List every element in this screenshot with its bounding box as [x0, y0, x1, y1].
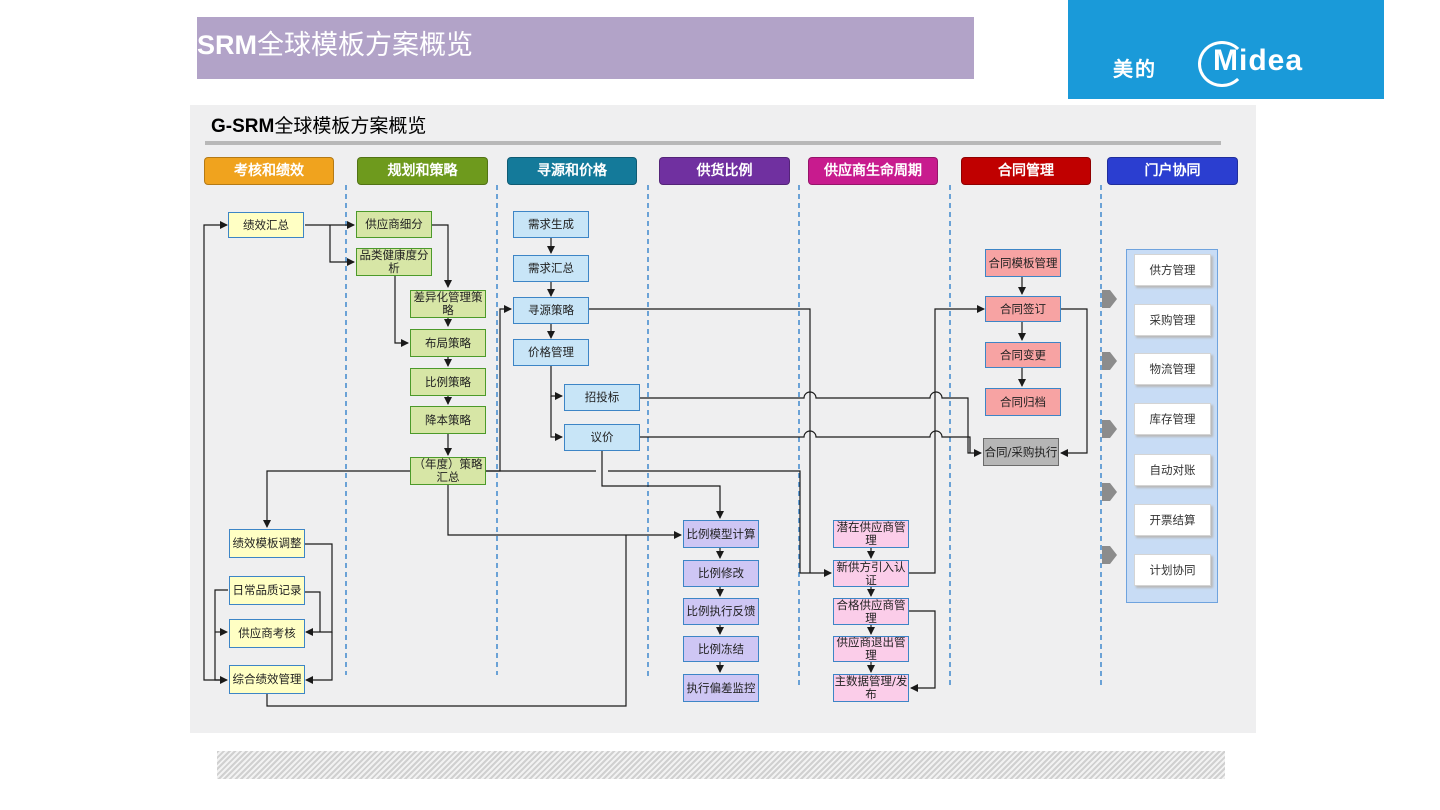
column-header-planning: 规划和策略 — [357, 157, 488, 185]
portal-item-plan-collab: 计划协同 — [1134, 554, 1211, 586]
column-header-portal: 门户协同 — [1107, 157, 1238, 185]
page-title: SRM全球模板方案概览 — [197, 30, 473, 61]
node-ratio-model: 比例模型计算 — [683, 520, 759, 548]
logo-mark-icon — [1198, 41, 1246, 87]
node-demand-gen: 需求生成 — [513, 211, 589, 238]
node-contract-exec: 合同/采购执行 — [983, 438, 1059, 466]
node-daily-quality: 日常品质记录 — [229, 576, 305, 605]
node-demand-sum: 需求汇总 — [513, 255, 589, 282]
node-contract-template: 合同模板管理 — [985, 249, 1061, 277]
portal-item-inventory-mgmt: 库存管理 — [1134, 403, 1211, 435]
node-supplier-eval: 供应商考核 — [229, 619, 305, 648]
midea-logo: 美的 Midea — [1068, 0, 1384, 99]
node-perf-template: 绩效模板调整 — [229, 529, 305, 558]
node-price-mgmt: 价格管理 — [513, 339, 589, 366]
node-category-health: 品类健康度分析 — [356, 248, 432, 276]
node-new-supplier: 新供方引入认证 — [833, 560, 909, 587]
node-diff-strategy: 差异化管理策略 — [410, 290, 486, 318]
node-overall-perf: 综合绩效管理 — [229, 665, 305, 694]
node-deviation-monitor: 执行偏差监控 — [683, 674, 759, 702]
node-contract-sign: 合同签订 — [985, 296, 1061, 322]
node-potential-supplier: 潜在供应商管理 — [833, 520, 909, 548]
column-header-sourcing: 寻源和价格 — [507, 157, 637, 185]
node-sourcing-strategy: 寻源策略 — [513, 297, 589, 324]
node-cost-strategy: 降本策略 — [410, 406, 486, 434]
node-contract-archive: 合同归档 — [985, 388, 1061, 416]
node-ratio-strategy: 比例策略 — [410, 368, 486, 396]
node-master-data: 主数据管理/发布 — [833, 674, 909, 702]
node-qualified-supplier: 合格供应商管理 — [833, 598, 909, 625]
node-ratio-feedback: 比例执行反馈 — [683, 598, 759, 625]
column-header-performance: 考核和绩效 — [204, 157, 334, 185]
diagram-title: G-SRM全球模板方案概览 — [211, 115, 427, 137]
node-layout-strategy: 布局策略 — [410, 329, 486, 357]
node-contract-change: 合同变更 — [985, 342, 1061, 368]
column-header-lifecycle: 供应商生命周期 — [808, 157, 938, 185]
node-annual-strategy: （年度）策略汇总 — [410, 457, 486, 485]
node-supplier-exit: 供应商退出管理 — [833, 636, 909, 662]
footer-strip — [217, 751, 1225, 779]
portal-item-invoice-settle: 开票结算 — [1134, 504, 1211, 536]
portal-item-supplier-mgmt: 供方管理 — [1134, 254, 1211, 286]
node-perf-summary: 绩效汇总 — [228, 212, 304, 238]
logo-en-text: Midea — [1213, 44, 1304, 77]
portal-item-logistics-mgmt: 物流管理 — [1134, 353, 1211, 385]
portal-item-purchase-mgmt: 采购管理 — [1134, 304, 1211, 336]
column-header-ratio: 供货比例 — [659, 157, 790, 185]
node-ratio-freeze: 比例冻结 — [683, 636, 759, 662]
title-divider — [205, 141, 1221, 145]
node-negotiation: 议价 — [564, 424, 640, 451]
logo-cn-text: 美的 — [1113, 57, 1157, 81]
node-bidding: 招投标 — [564, 384, 640, 411]
title-bar: SRM全球模板方案概览 — [197, 17, 974, 79]
node-supplier-segment: 供应商细分 — [356, 211, 432, 238]
column-header-contract: 合同管理 — [961, 157, 1091, 185]
node-ratio-modify: 比例修改 — [683, 560, 759, 587]
portal-item-auto-reconcile: 自动对账 — [1134, 454, 1211, 486]
